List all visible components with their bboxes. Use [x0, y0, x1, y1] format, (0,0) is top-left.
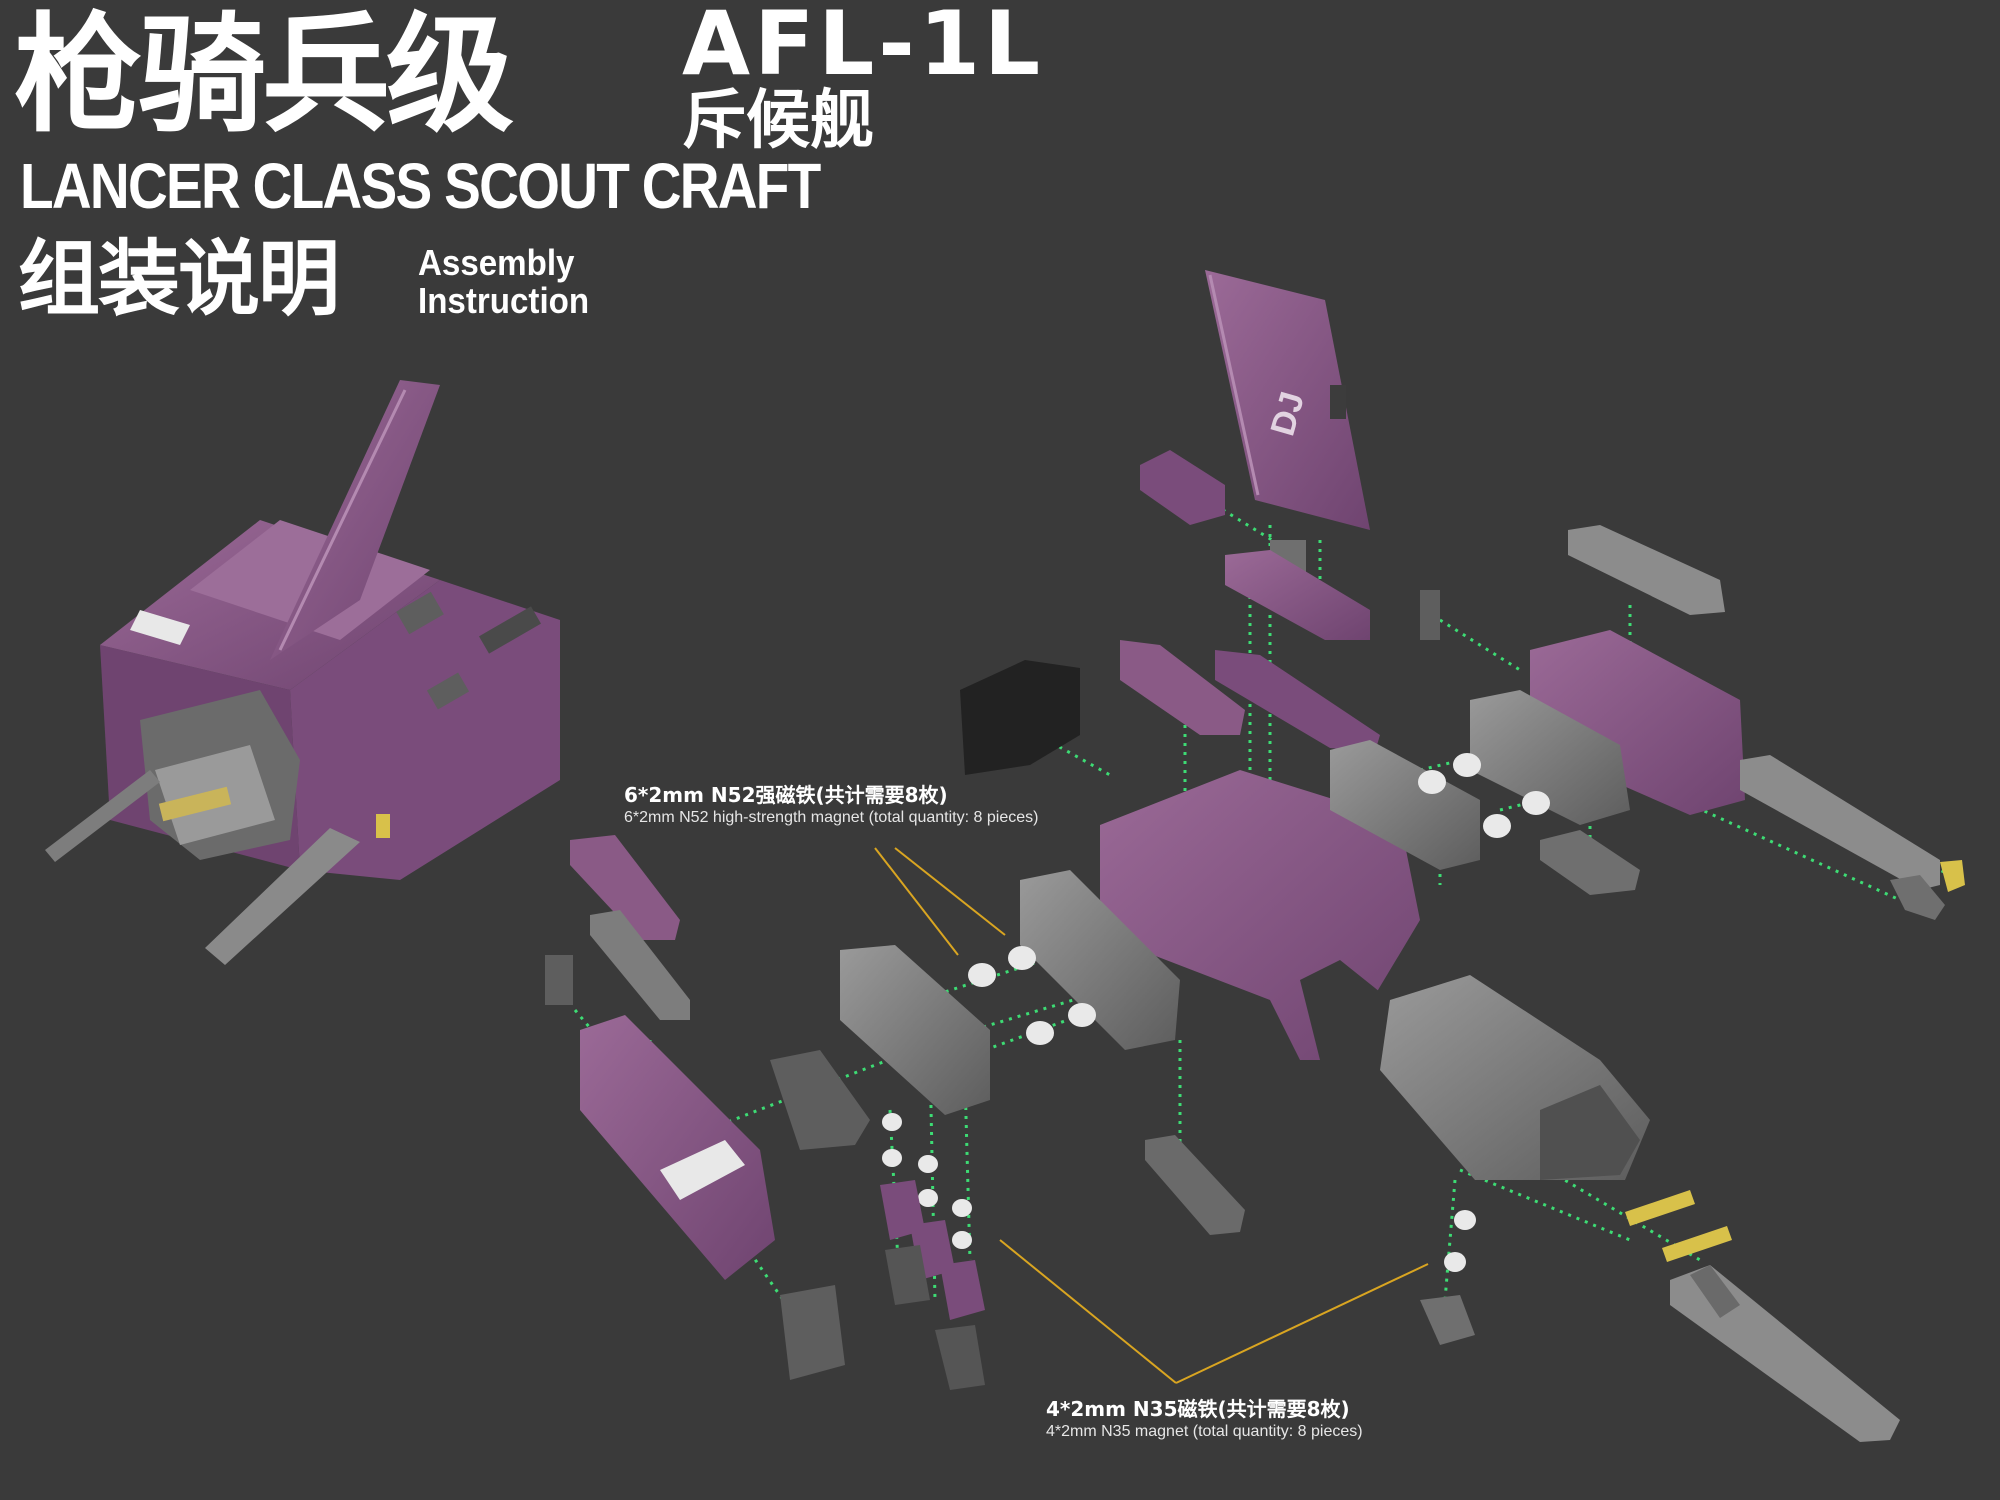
magnet-n52 [1522, 791, 1550, 815]
assembled-white-stripe [130, 610, 190, 645]
part-left-cap [570, 835, 680, 940]
part-left-end-cap [780, 1285, 845, 1380]
part-mid-plate [1120, 640, 1245, 735]
guide-line [1443, 1179, 1457, 1301]
assembled-side-badge [376, 814, 390, 838]
part-rear-barrel-grip [1690, 1265, 1740, 1318]
magnet-note-n52-en: 6*2mm N52 high-strength magnet (total qu… [624, 809, 1039, 826]
part-lower-bar [1145, 1135, 1245, 1235]
part-left-hull [580, 1015, 775, 1280]
part-left-stripe [660, 1140, 745, 1200]
guide-line [573, 1009, 602, 1041]
part-right-rail [1330, 740, 1480, 870]
instruction-en-line2: Instruction [418, 280, 590, 321]
part-sensor-module [1140, 450, 1225, 525]
part-upper-rail [1225, 550, 1370, 640]
part-right-barrel-tip [1890, 875, 1945, 920]
magnet-n52 [1418, 770, 1446, 794]
magnet-note-n52: 6*2mm N52强磁铁(共计需要8枚) 6*2mm N52 high-stre… [624, 782, 1038, 828]
assembled-tail-fin [270, 380, 440, 660]
leader-line-n52 [874, 847, 959, 956]
magnet-n35 [952, 1231, 972, 1249]
magnet-n52 [1483, 814, 1511, 838]
magnet-note-n52-cn: 6*2mm N52强磁铁(共计需要8枚) [624, 783, 948, 807]
assembled-vent-grille [158, 786, 232, 822]
magnet-n52 [1453, 753, 1481, 777]
assembled-hull-right [290, 580, 560, 880]
magnet-note-n35: 4*2mm N35磁铁(共计需要8枚) 4*2mm N35 magnet (to… [1046, 1396, 1363, 1442]
part-right-bar [1540, 830, 1640, 895]
part-bracket [885, 1245, 930, 1305]
part-hex-shield [960, 660, 1080, 775]
part-right-grille-top [1568, 525, 1725, 615]
assembled-barrel-left [45, 770, 160, 862]
magnet-n52 [968, 963, 996, 987]
part-left-wedge [770, 1050, 870, 1150]
guide-line [919, 943, 1091, 1002]
magnet-note-n35-en: 4*2mm N35 magnet (total quantity: 8 piec… [1046, 1423, 1363, 1440]
part-yellow-bar [1625, 1190, 1695, 1226]
assembled-barrel-right [205, 828, 360, 965]
magnet-n35 [918, 1189, 938, 1207]
part-hull-inner [1300, 960, 1390, 1060]
part-fin-clip [1330, 385, 1346, 419]
assembled-craft [45, 380, 560, 965]
magnet-n52 [1068, 1003, 1096, 1027]
assembled-fin-edge [278, 389, 407, 651]
magnet-note-n35-cn: 4*2mm N35磁铁(共计需要8枚) [1046, 1397, 1350, 1421]
magnet-n35 [952, 1199, 972, 1217]
part-right-grey-block [1470, 690, 1630, 825]
guide-line [963, 1079, 972, 1261]
magnet-n35 [1444, 1252, 1466, 1272]
magnet-n35 [882, 1113, 902, 1131]
guide-line [1439, 618, 1521, 672]
part-fin-edge [1208, 274, 1260, 496]
instruction-title-en: Assembly Instruction [418, 244, 602, 320]
part-tail-fin [1205, 270, 1370, 530]
part-left-grey-block [840, 945, 990, 1115]
title-en: LANCER CLASS SCOUT CRAFT [20, 150, 821, 222]
guide-line [1479, 1128, 1701, 1262]
part-left-small-block [545, 955, 573, 1005]
leader-line-n52 [894, 847, 1006, 936]
part-right-hull [1530, 630, 1745, 815]
magnet-n52 [1026, 1021, 1054, 1045]
guide-line [1459, 1168, 1631, 1242]
leader-line-n35 [1175, 1263, 1429, 1384]
part-mid-rail [1215, 650, 1380, 752]
part-left-grey-strip [590, 910, 690, 1020]
part-yellow-bar [1662, 1226, 1732, 1262]
part-small-post [1420, 590, 1440, 640]
title-cn: 枪骑兵级 [14, 1, 514, 150]
assembled-greeble-3 [479, 606, 541, 654]
magnet-n35 [918, 1155, 938, 1173]
model-code: AFL-1L [682, 0, 1045, 95]
instruction-en-line1: Assembly [418, 242, 575, 283]
assembled-greeble-2 [426, 672, 470, 710]
exploded-parts: DJ [545, 270, 1965, 1442]
subtitle-cn: 斥候舰 [682, 84, 874, 158]
part-right-barrel [1740, 755, 1940, 890]
magnet-n52 [1008, 946, 1036, 970]
part-yellow-tip [1940, 860, 1965, 892]
part-rear-clip [1420, 1295, 1475, 1345]
magnet-n35 [1454, 1210, 1476, 1230]
part-bracket [935, 1325, 985, 1390]
magnet-n35 [882, 1149, 902, 1167]
instruction-title-cn: 组装说明 [18, 232, 340, 327]
leader-line-n35 [999, 1239, 1177, 1384]
assembled-greeble-1 [396, 591, 444, 635]
part-rear-opening [1540, 1085, 1640, 1180]
part-left-rail [1020, 870, 1180, 1050]
part-clamp [940, 1260, 985, 1320]
leader-lines [874, 847, 1429, 1384]
guide-line [1499, 778, 1621, 812]
